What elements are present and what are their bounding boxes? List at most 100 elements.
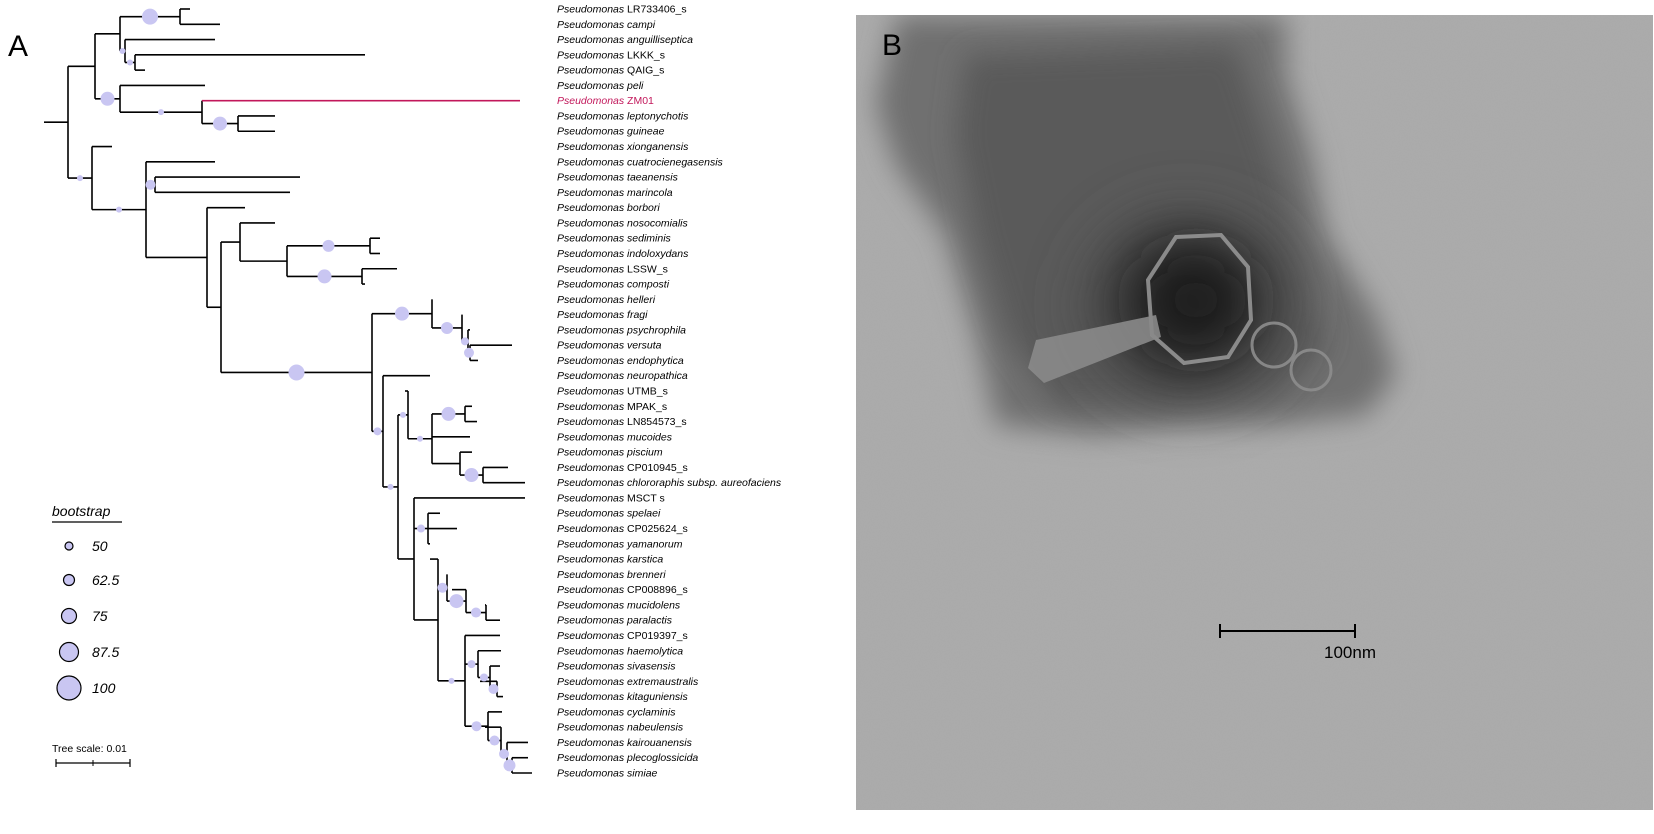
bootstrap-marker [489,735,500,746]
bootstrap-marker [437,582,448,593]
tip-label: Pseudomonas plecoglossicida [557,752,698,764]
tip-label: Pseudomonas QAIG_s [557,65,664,77]
bootstrap-markers [77,8,516,772]
phage-capsid [1145,232,1254,366]
tip-label: Pseudomonas borbori [557,202,660,214]
bootstrap-marker [417,435,423,442]
tip-label: Pseudomonas LR733406_s [557,4,687,16]
bootstrap-marker [441,321,453,334]
tip-label: Pseudomonas mucidolens [557,599,681,611]
tip-label: Pseudomonas mucoides [557,431,673,443]
bootstrap-marker [449,594,464,609]
tip-label: Pseudomonas fragi [557,309,648,321]
tip-label: Pseudomonas cyclaminis [557,706,676,718]
scale-bar-label: 100nm [1324,643,1376,662]
tip-label: Pseudomonas leptonychotis [557,110,689,122]
tree-scale: Tree scale: 0.01 [52,743,131,767]
tree-scale-label: Tree scale: 0.01 [52,743,127,755]
bootstrap-marker [158,109,164,116]
tip-label: Pseudomonas LN854573_s [557,416,687,428]
tip-label: Pseudomonas spelaei [557,508,661,520]
tip-label: Pseudomonas psychrophila [557,324,686,336]
bootstrap-marker [77,175,83,182]
tip-label: Pseudomonas MPAK_s [557,401,667,413]
bootstrap-marker [119,48,126,55]
tip-label: Pseudomonas anguilliseptica [557,34,693,46]
bootstrap-marker [471,607,481,618]
legend-marker [56,675,82,701]
bootstrap-marker [373,427,382,436]
bootstrap-marker [488,683,499,694]
tip-label: Pseudomonas peli [557,80,644,92]
tip-label: Pseudomonas karstica [557,554,663,566]
tip-label: Pseudomonas kitaguniensis [557,691,689,703]
bootstrap-marker [499,748,509,759]
legend-marker [58,641,80,663]
tip-label: Pseudomonas helleri [557,294,656,306]
bootstrap-marker [142,8,158,25]
bootstrap-marker [288,364,305,381]
phage-tail [1028,315,1161,383]
panel-a-label: A [8,30,29,63]
bootstrap-marker [471,721,482,732]
bootstrap-marker [127,59,133,66]
bootstrap-marker [503,759,516,772]
tip-label: Pseudomonas nosocomialis [557,217,688,229]
tip-label: Pseudomonas endophytica [557,355,684,367]
tip-label: Pseudomonas ZM01 [557,95,654,107]
bootstrap-marker [100,91,115,106]
tip-label: Pseudomonas yamanorum [557,538,683,550]
scale-bar [1219,624,1356,638]
bootstrap-marker [387,483,394,490]
legend-value: 50 [92,538,108,554]
tree-branches [44,8,532,774]
bootstrap-marker [464,347,474,358]
bootstrap-marker [480,673,488,682]
tip-label: Pseudomonas versuta [557,340,662,352]
bootstrap-marker [322,239,335,252]
tip-label: Pseudomonas guineae [557,126,665,138]
tip-label: Pseudomonas nabeulensis [557,722,684,734]
bootstrap-marker [461,337,469,346]
bootstrap-marker [317,269,332,284]
electron-micrograph: B 100nm [856,15,1653,810]
tip-label: Pseudomonas xionganensis [557,141,689,153]
bootstrap-marker [395,306,409,321]
tip-label: Pseudomonas MSCT s [557,492,665,504]
tip-label: Pseudomonas LSSW_s [557,263,668,275]
legend-marker [60,607,78,625]
tip-label: Pseudomonas chlororaphis subsp. aureofac… [557,477,782,489]
bootstrap-marker [441,406,456,421]
legend-value: 100 [92,680,116,696]
bootstrap-marker [464,468,479,483]
tip-label: Pseudomonas paralactis [557,615,673,627]
tip-label: Pseudomonas UTMB_s [557,386,668,398]
legend-marker [62,573,76,587]
tip-label: Pseudomonas campi [557,19,656,31]
panel-b-label: B [882,29,903,62]
tip-label: Pseudomonas piscium [557,447,663,459]
legend-value: 75 [92,608,108,624]
tip-label: Pseudomonas CP010945_s [557,462,688,474]
tip-label: Pseudomonas indoloxydans [557,248,689,260]
legend-value: 62.5 [92,572,119,588]
tip-label: Pseudomonas LKKK_s [557,49,665,61]
legend-marker [64,541,74,551]
bootstrap-marker [417,524,425,533]
bootstrap-marker [448,677,455,684]
micrograph-image [856,15,1653,810]
tip-label: Pseudomonas kairouanensis [557,737,693,749]
tip-label: Pseudomonas haemolytica [557,645,683,657]
legend-title: bootstrap [52,503,111,519]
tip-label: Pseudomonas brenneri [557,569,666,581]
bootstrap-marker [145,179,156,190]
tip-label: Pseudomonas CP019397_s [557,630,688,642]
bootstrap-marker [467,660,476,669]
tip-label: Pseudomonas cuatrocienegasensis [557,156,724,168]
tip-label: Pseudomonas simiae [557,768,658,780]
tip-label: Pseudomonas CP025624_s [557,523,688,535]
tip-label: Pseudomonas extremaustralis [557,676,699,688]
